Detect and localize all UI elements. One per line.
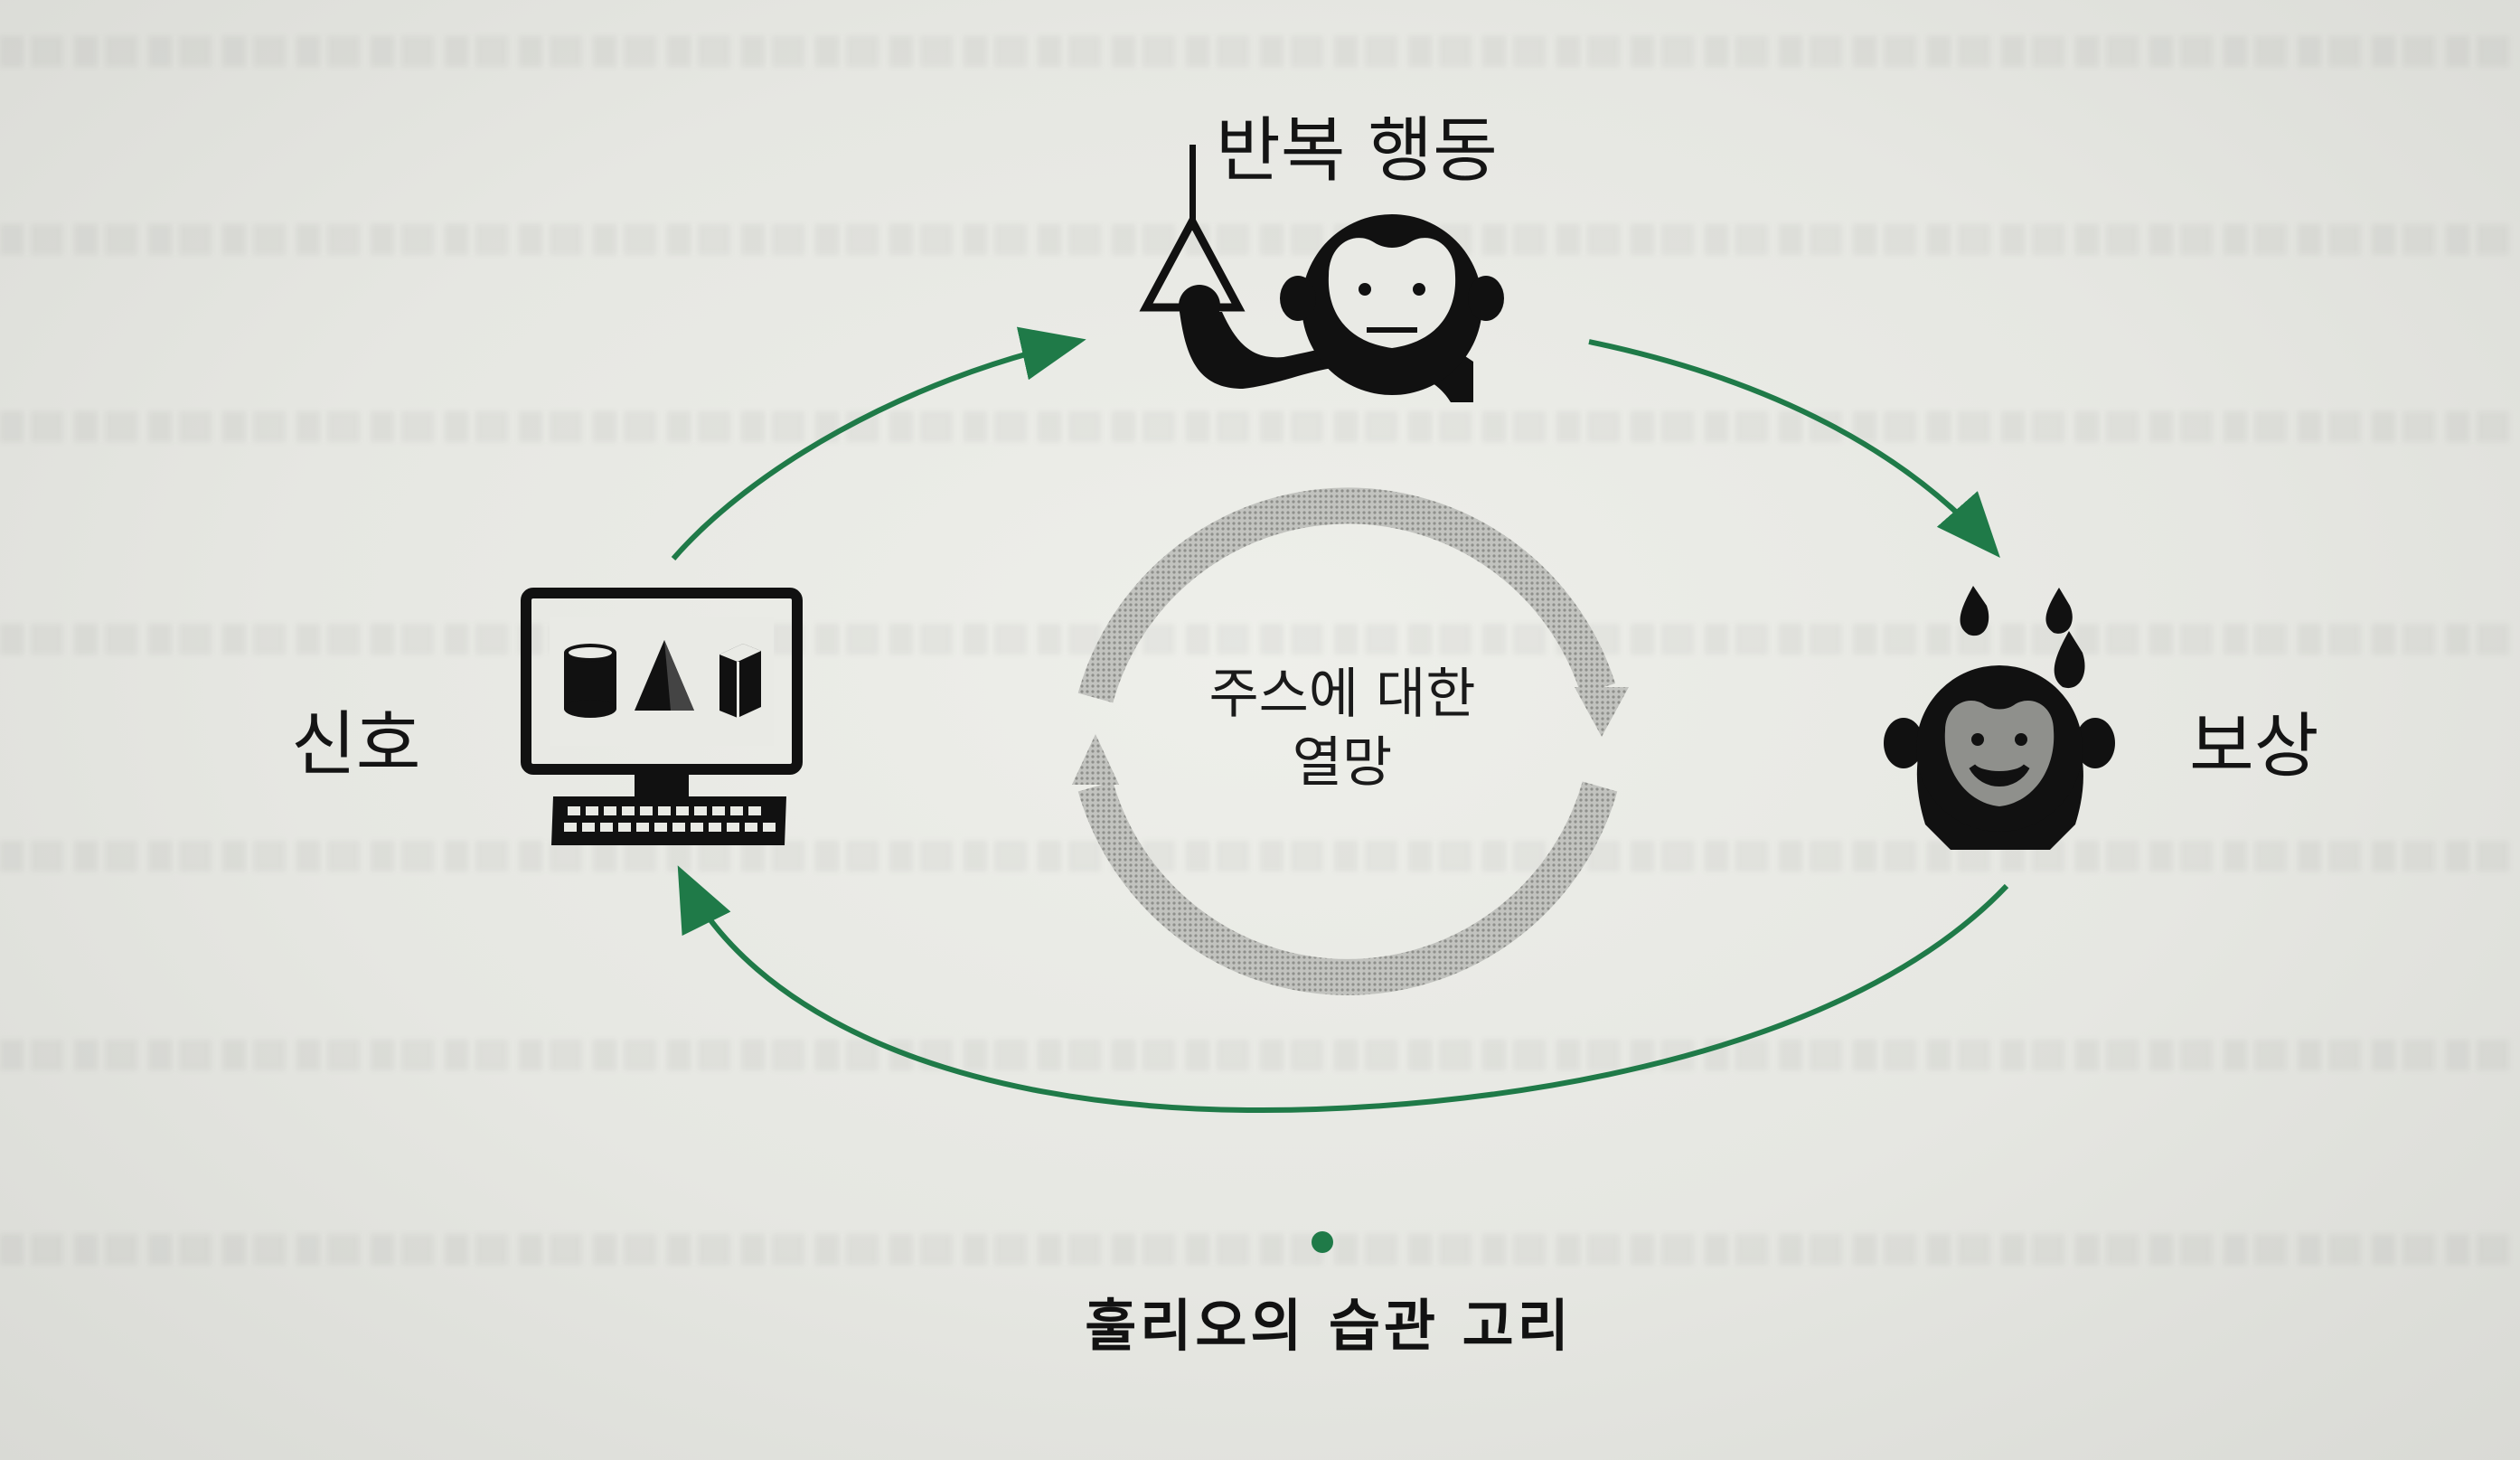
craving-label-line2: 열망 — [1292, 731, 1393, 795]
monkey-with-juice-drops-icon — [1884, 586, 2115, 850]
bleed-through-line — [0, 411, 2520, 442]
monkey-pulling-lever-icon — [1139, 145, 1504, 402]
caption-bullet-icon — [1312, 1231, 1333, 1253]
bleed-through-line — [0, 1040, 2520, 1070]
arrow-routine-to-reward — [1588, 339, 2000, 559]
arrow-cue-to-routine — [671, 326, 1086, 560]
craving-label: 주스에 대한 열망 — [1166, 660, 1519, 797]
bleed-through-line — [0, 841, 2520, 871]
figure-caption: 훌리오의 습관 고리 — [1085, 1293, 1573, 1359]
bleed-through-line — [0, 36, 2520, 67]
bleed-through-line — [0, 1234, 2520, 1265]
arrow-reward-to-cue — [677, 865, 2009, 1114]
bleed-through-line — [0, 224, 2520, 255]
circular-arrows-icon — [1072, 487, 1629, 995]
routine-label: 반복 행동 — [1216, 110, 1498, 192]
computer-monitor-with-shapes-icon — [521, 588, 803, 845]
craving-label-line1: 주스에 대한 — [1208, 663, 1476, 726]
reward-label: 보상 — [2189, 706, 2319, 787]
cue-label: 신호 — [291, 704, 421, 786]
bleed-through-line — [0, 624, 2520, 655]
